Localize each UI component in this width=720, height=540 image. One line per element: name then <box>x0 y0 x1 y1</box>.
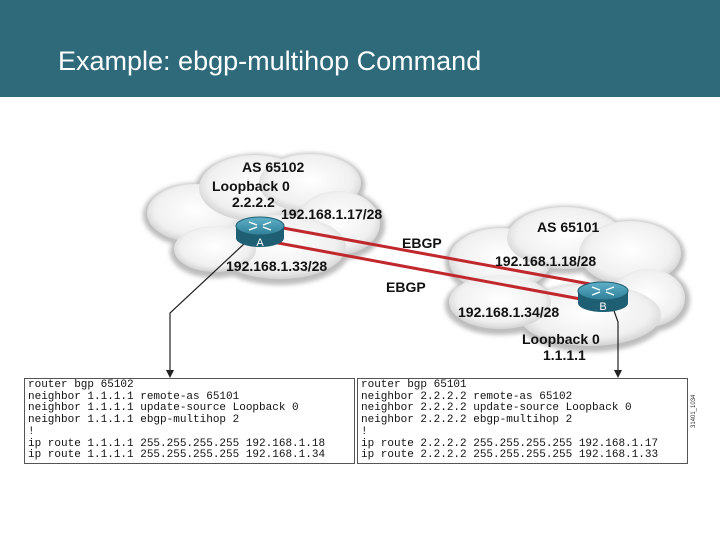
config-line: ip route 2.2.2.2 255.255.255.255 192.168… <box>361 437 659 450</box>
config-line: ip route 1.1.1.1 255.255.255.255 192.168… <box>28 449 326 462</box>
network-diagram: A B AS 65102 Loopback 0 2.2.2.2 192.168.… <box>143 153 690 378</box>
cloud-as-65102 <box>143 153 385 285</box>
router-b[interactable]: B <box>577 281 629 313</box>
config-line: neighbor 2.2.2.2 remote-as 65102 <box>361 390 573 403</box>
loopback-a-label: Loopback 0 <box>212 178 290 194</box>
config-line: router bgp 65101 <box>361 379 467 391</box>
ebgp-label-upper: EBGP <box>402 235 442 251</box>
config-line: router bgp 65102 <box>28 379 134 391</box>
router-arrows-icon <box>248 221 272 231</box>
ebgp-label-lower: EBGP <box>386 279 426 295</box>
ebgp-link-lower <box>261 238 587 302</box>
cloud-as-65101 <box>445 206 690 352</box>
config-line: ! <box>28 425 35 438</box>
config-router-a: router bgp 65102 neighbor 1.1.1.1 remote… <box>24 378 355 464</box>
router-arrows-icon <box>591 286 615 296</box>
ip-b-upper: 192.168.1.18/28 <box>495 253 596 269</box>
figure-code: 31401_1034 <box>691 394 697 428</box>
ebgp-link-upper <box>271 224 591 286</box>
config-line: ip route 1.1.1.1 255.255.255.255 192.168… <box>28 437 326 450</box>
config-line: neighbor 1.1.1.1 remote-as 65101 <box>28 390 240 403</box>
loopback-b-label: Loopback 0 <box>522 331 600 347</box>
loopback-b-ip: 1.1.1.1 <box>543 347 586 363</box>
as-65102-label: AS 65102 <box>242 159 304 175</box>
config-line: neighbor 1.1.1.1 ebgp-multihop 2 <box>28 414 240 427</box>
arrow-to-config-a <box>169 242 246 376</box>
config-line: ! <box>361 425 368 438</box>
router-a[interactable]: A <box>235 216 285 249</box>
ip-a-lower: 192.168.1.33/28 <box>226 258 327 274</box>
arrow-to-config-b <box>612 307 619 376</box>
router-a-label: A <box>256 237 264 249</box>
config-line: neighbor 2.2.2.2 ebgp-multihop 2 <box>361 414 573 427</box>
loopback-a-ip: 2.2.2.2 <box>232 194 275 210</box>
arrow-head-a <box>166 370 174 378</box>
page-title: Example: ebgp-multihop Command <box>58 46 482 76</box>
config-line: neighbor 1.1.1.1 update-source Loopback … <box>28 402 299 415</box>
ip-a-upper: 192.168.1.17/28 <box>281 206 382 222</box>
config-line: neighbor 2.2.2.2 update-source Loopback … <box>361 402 632 415</box>
config-line: ip route 2.2.2.2 255.255.255.255 192.168… <box>361 449 659 462</box>
config-router-b: router bgp 65101 neighbor 2.2.2.2 remote… <box>357 378 688 464</box>
router-b-label: B <box>599 301 606 313</box>
arrow-head-b <box>614 370 622 378</box>
title-bar: Example: ebgp-multihop Command <box>0 0 720 97</box>
ip-b-lower: 192.168.1.34/28 <box>458 304 559 320</box>
as-65101-label: AS 65101 <box>537 219 599 235</box>
